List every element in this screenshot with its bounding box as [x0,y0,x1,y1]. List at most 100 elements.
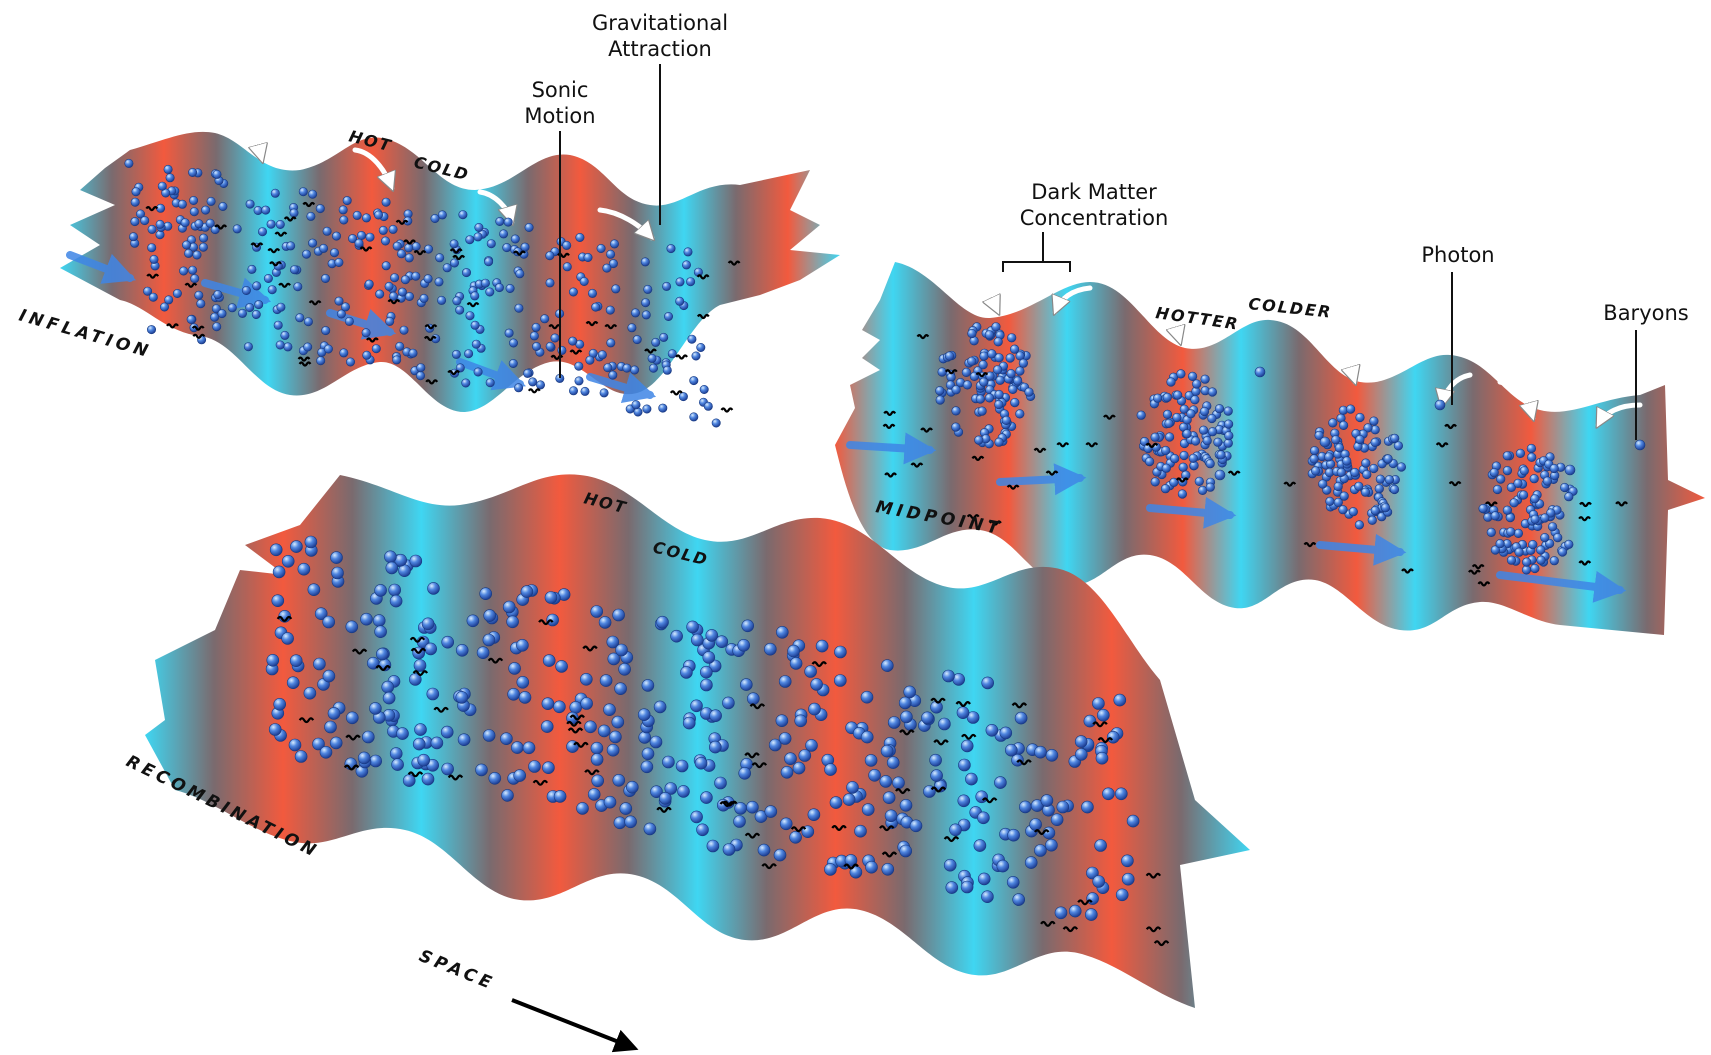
gravity-arrow-icon [352,147,392,188]
baryon-sphere-icon [678,392,688,402]
baryon-sphere-icon [1564,539,1574,550]
photon-squiggle-icon [145,206,159,212]
baryon-sphere-icon [1015,409,1025,419]
baryon-sphere-icon [1363,423,1373,433]
photon-squiggle-icon [727,260,741,266]
baryon-sphere-icon [1490,545,1500,555]
baryon-sphere-icon [1314,430,1324,441]
baryon-sphere-icon [691,351,701,361]
photon-squiggle-icon [1471,564,1485,570]
baryon-sphere-icon [471,339,481,349]
baryon-sphere-icon [981,676,995,690]
photon-squiggle-icon [1444,423,1457,430]
photon-squiggle-icon [146,273,160,279]
photon-squiggle-icon [351,648,368,655]
baryon-sphere-icon [967,356,977,366]
baryon-sphere-icon [1214,404,1225,414]
baryon-sphere-icon [1223,419,1234,429]
baryon-sphere-icon [1150,477,1160,487]
baryon-sphere-icon [598,616,612,629]
baryon-sphere-icon [1355,412,1365,423]
baryon-sphere-icon [515,269,525,279]
baryon-sphere-icon [829,796,843,809]
baryon-sphere-icon [148,292,158,302]
baryon-sphere-icon [1045,748,1059,762]
baryon-sphere-icon [271,594,285,608]
baryon-sphere-icon [1345,404,1356,414]
baryon-sphere-icon [597,350,607,360]
baryon-sphere-icon [686,277,696,287]
baryon-sphere-icon [545,341,555,351]
baryon-sphere-icon [590,605,604,618]
photon-squiggle-icon [811,661,827,668]
photon-squiggle-icon [749,703,766,710]
photon-squiggle-icon [527,388,541,394]
baryon-sphere-icon [1223,406,1233,416]
baryon-sphere-icon [1074,735,1088,748]
baryon-sphere-icon [342,196,352,206]
baryon-sphere-icon [1389,484,1400,495]
photon-squiggle-icon [933,739,949,746]
baryon-sphere-icon [977,872,991,886]
baryon-sphere-icon [1190,395,1200,405]
baryon-sphere-icon [614,682,627,696]
photon-squiggle-icon [1477,581,1491,587]
baryon-sphere-icon [322,669,336,683]
baryon-sphere-icon [606,249,616,259]
baryon-sphere-icon [1007,828,1020,842]
baryon-sphere-icon [516,675,530,689]
baryon-sphere-icon [388,291,398,301]
baryon-sphere-icon [275,220,285,230]
baryon-sphere-icon [514,303,524,313]
baryon-sphere-icon [510,234,520,244]
baryon-sphere-icon [696,823,709,837]
baryon-sphere-icon [1179,404,1189,414]
baryon-sphere-icon [434,277,444,287]
recombination-wave-surface [145,474,1250,1008]
baryon-sphere-icon [330,551,343,564]
baryon-sphere-icon [670,629,683,643]
baryon-sphere-icon [945,881,959,894]
baryon-sphere-icon [991,322,1001,332]
baryon-sphere-icon [662,281,672,291]
baryon-sphere-icon [658,403,668,413]
baryon-sphere-icon [705,629,719,642]
photon-squiggle-icon [278,282,291,288]
photon-squiggle-icon [790,826,807,833]
photon-squiggle-icon [882,423,896,429]
baryon-sphere-icon [1361,458,1371,468]
baryon-sphere-icon [273,697,287,711]
baryon-sphere-icon [312,737,325,751]
dark-matter-bracket [1002,232,1071,272]
baryon-sphere-icon [1526,443,1536,454]
baryon-sphere-icon [1179,450,1189,461]
baryon-sphere-icon [590,753,604,766]
baryon-sphere-icon [189,196,199,206]
baryon-sphere-icon [210,312,220,322]
baryon-sphere-icon [574,361,584,371]
baryon-sphere-icon [267,285,277,295]
baryon-sphere-icon [461,268,471,278]
baryon-sphere-icon [232,224,242,234]
baryon-sphere-icon [361,730,375,744]
baryon-sphere-icon [1011,753,1024,767]
gravity-arrow-icon [1317,342,1355,382]
photon-squiggle-icon [274,231,288,237]
baryon-sphere-icon [484,257,494,267]
baryon-sphere-icon [1334,443,1344,453]
baryon-sphere-icon [288,738,302,752]
baryon-sphere-icon [308,189,318,199]
baryon-sphere-icon [199,233,209,243]
photon-squiggle-icon [192,333,206,339]
baryon-sphere-icon [1515,448,1525,459]
baryon-sphere-icon [1014,711,1028,725]
photon-squiggle-icon [359,246,373,252]
baryon-sphere-icon [763,642,777,656]
photon-squiggle-icon [425,379,439,385]
baryon-sphere-icon [1369,463,1379,474]
baryon-sphere-icon [384,281,394,291]
baryon-sphere-icon [280,330,290,340]
baryon-sphere-icon [252,281,262,291]
gravitational-attraction-line-1: Gravitational [592,11,728,35]
baryon-sphere-icon [798,749,812,762]
